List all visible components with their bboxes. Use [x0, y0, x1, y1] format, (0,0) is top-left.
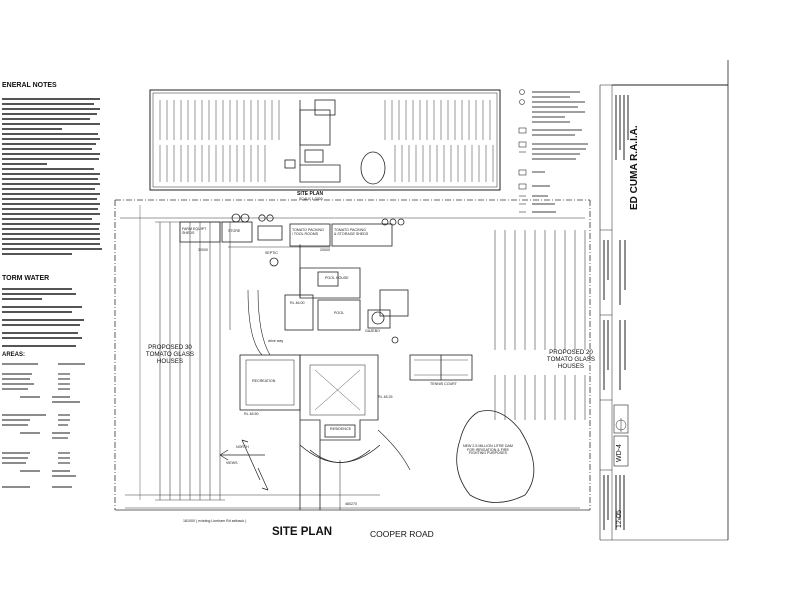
- general-notes-heading: ENERAL NOTES: [2, 82, 57, 89]
- dim-20000: 20000: [320, 248, 330, 252]
- right-greenhouse-label: PROPOSED 20 TOMATO GLASS HOUSES: [546, 349, 596, 370]
- areas-heading: AREAS:: [2, 352, 26, 358]
- inset-site-plan: [149, 89, 501, 191]
- site-plan-title: SITE PLAN: [272, 526, 333, 538]
- storm-water-heading: TORM WATER: [2, 275, 50, 282]
- septic-tank: [269, 257, 279, 267]
- tennis-court: [409, 354, 473, 381]
- drawing-date: 12-05: [616, 510, 623, 528]
- dim-30000: 30000: [198, 248, 208, 252]
- inset-title: SITE PLAN: [297, 191, 324, 197]
- drawing-number: WD-4: [616, 444, 623, 462]
- farm-sheds: [179, 213, 405, 247]
- dimension-lines: [125, 244, 580, 509]
- legend: [518, 89, 527, 213]
- dim-frontage: 460270: [345, 502, 357, 506]
- driveway: [247, 289, 411, 471]
- tomato-packing-label: TOMATO PACKING / TOOL ROOMS: [292, 228, 324, 236]
- left-greenhouses: [155, 221, 235, 501]
- areas-schedule: [2, 363, 85, 488]
- title-block-text: [603, 95, 629, 530]
- recreation-label: RECREATION: [252, 379, 276, 383]
- farm-equipment-label: FARM EQUIPT SHEDS: [182, 227, 207, 235]
- inset-scale: SCALE 1:3000: [299, 197, 323, 201]
- road-name: COOPER ROAD: [370, 529, 434, 539]
- level-3: RL 48.25: [378, 395, 393, 399]
- level-2: RL 48.50: [244, 412, 259, 416]
- north-views-arrows: [219, 439, 269, 491]
- pool-label: POOL: [334, 311, 344, 315]
- tomato-storage-label: TOMATO PACKING & STORAGE SHEDS: [334, 228, 369, 236]
- store-label: STORE: [228, 229, 241, 233]
- pool-house-label: POOL HOUSE: [325, 276, 349, 280]
- tennis-court-label: TENNIS COURT: [430, 382, 457, 386]
- gazebo-label: GAZEBO: [365, 329, 380, 333]
- title-block: [599, 60, 729, 541]
- level-1: RL 46.00: [290, 301, 305, 305]
- north-label: NORTH: [236, 445, 249, 449]
- pool-area: [284, 245, 409, 344]
- left-greenhouse-label: PROPOSED 30 TOMATO GLASS HOUSES: [145, 344, 195, 365]
- septic-label: SEPTIC: [265, 251, 278, 255]
- views-label: VIEWS: [226, 461, 238, 465]
- irrigation-dam: [456, 410, 535, 503]
- site-boundary: [114, 199, 591, 511]
- setback-note: 181000 ( existing Lineham Rd setback ): [183, 519, 247, 523]
- architect-name: ED CUMA R.A.I.A.: [629, 125, 640, 210]
- right-greenhouses: [494, 230, 586, 420]
- drive-way-label: drive way: [268, 339, 284, 343]
- legend-text: [532, 91, 588, 213]
- dam-label: NEW 2.5 MILLION LITRE DAM FOR IRRIGATION…: [463, 444, 513, 456]
- residence-label: RESIDENCE: [330, 427, 351, 431]
